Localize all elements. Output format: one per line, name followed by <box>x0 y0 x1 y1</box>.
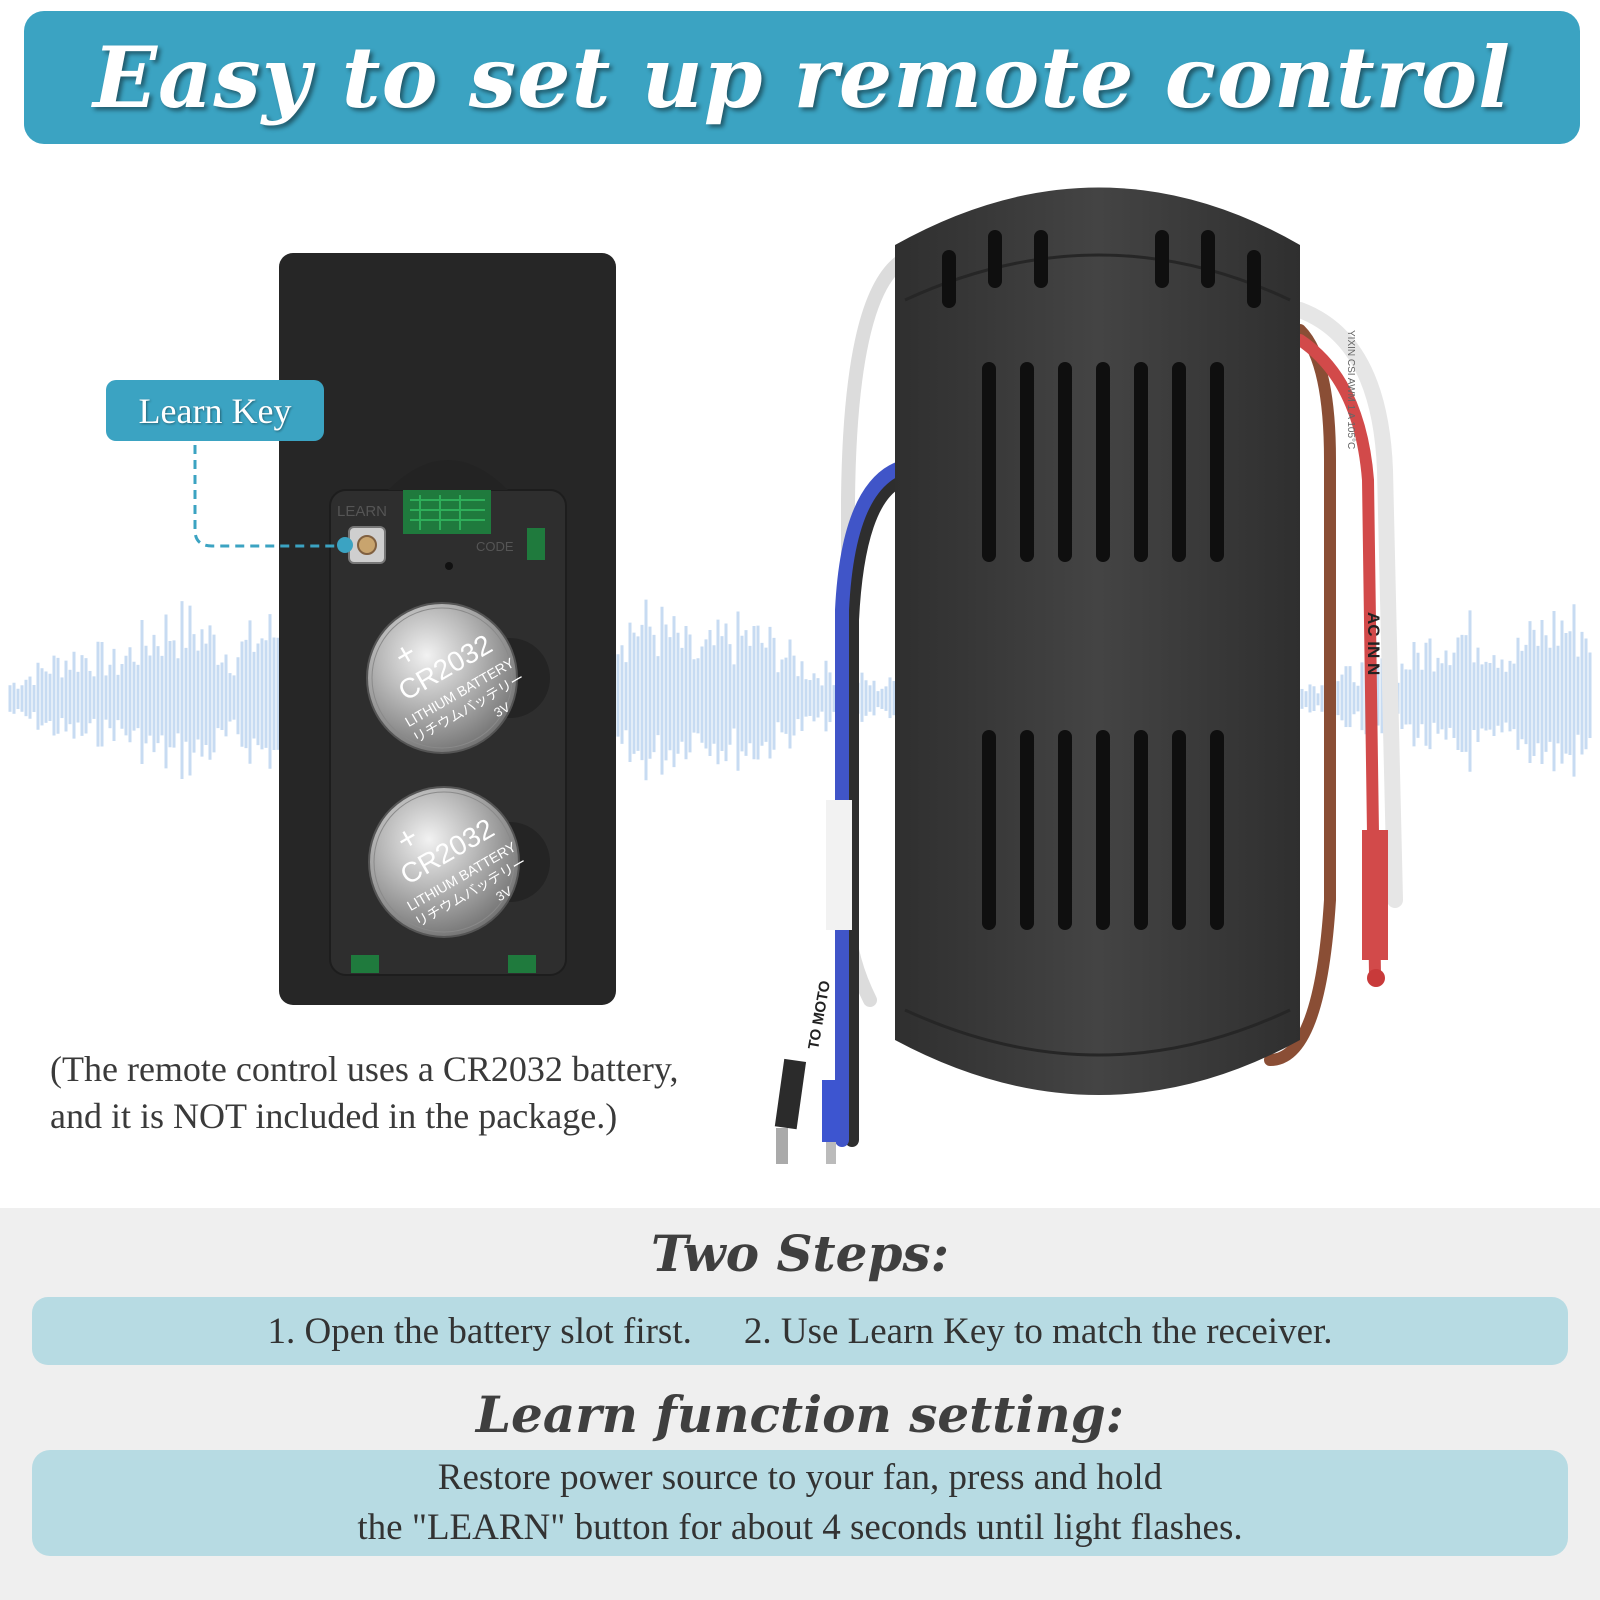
vent-slot <box>1247 250 1261 308</box>
vent-slot <box>1172 362 1186 562</box>
battery-2: + CR2032 LITHIUM BATTERY リチウムバッテリー 3V <box>368 786 529 938</box>
vent-slot <box>1201 230 1215 288</box>
vent-slot <box>1034 230 1048 288</box>
vent-slot <box>982 730 996 930</box>
vent-slot <box>1058 730 1072 930</box>
svg-text:3V: 3V <box>491 699 513 720</box>
two-steps-heading: Two Steps: <box>650 1224 950 1283</box>
wire-print: YIXIN CSI AWM 1 A 105°C <box>1345 330 1356 449</box>
wire-label-motor: TO MOTO <box>805 979 834 1051</box>
pcb-code-text: CODE <box>476 539 514 554</box>
vent-slot <box>1096 730 1110 930</box>
receiver-wires <box>774 255 1403 1164</box>
vent-slot <box>1172 730 1186 930</box>
remote-control: LEARN CODE + CR2032 LITHIUM BATTERY リチウム… <box>279 253 616 1005</box>
svg-text:3V: 3V <box>493 883 515 904</box>
battery-note-line-2: and it is NOT included in the package.) <box>50 1096 618 1136</box>
receiver-vents <box>942 230 1261 930</box>
vent-slot <box>1134 362 1148 562</box>
title-banner: Easy to set up remote control <box>24 11 1580 144</box>
vent-slot <box>1134 730 1148 930</box>
learn-instruction-line-2: the "LEARN" button for about 4 seconds u… <box>357 1507 1243 1548</box>
learn-key-label: Learn Key <box>106 380 324 441</box>
vent-slot <box>982 362 996 562</box>
fan-receiver: AC IN N YIXIN CSI AWM 1 A 105°C TO MOTO <box>805 187 1383 1095</box>
vent-slot <box>1210 362 1224 562</box>
step-2: 2. Use Learn Key to match the receiver. <box>743 1310 1333 1352</box>
vent-slot <box>1096 362 1110 562</box>
wire-label-ac: AC IN N <box>1364 612 1383 675</box>
learn-key-callout <box>193 445 353 553</box>
learn-function-box: Restore power source to your fan, press … <box>32 1450 1568 1556</box>
vent-slot <box>1020 362 1034 562</box>
vent-slot <box>988 230 1002 288</box>
signal-wave <box>8 596 1592 783</box>
circuit-board: LEARN CODE <box>337 490 545 570</box>
learn-instruction-line-1: Restore power source to your fan, press … <box>437 1457 1163 1498</box>
learn-button[interactable] <box>348 526 386 564</box>
battery-note-line-1: (The remote control uses a CR2032 batter… <box>50 1049 679 1089</box>
pcb-learn-text: LEARN <box>337 503 387 520</box>
page-title: Easy to set up remote control <box>92 28 1512 127</box>
battery-note: (The remote control uses a CR2032 batter… <box>50 1046 790 1140</box>
vent-slot <box>1155 230 1169 288</box>
battery-1: + CR2032 LITHIUM BATTERY リチウムバッテリー 3V <box>366 602 527 754</box>
step-1: 1. Open the battery slot first. <box>267 1310 692 1352</box>
vent-slot <box>1020 730 1034 930</box>
learn-function-heading: Learn function setting: <box>475 1385 1125 1444</box>
vent-slot <box>1058 362 1072 562</box>
vent-slot <box>1210 730 1224 930</box>
steps-bar: 1. Open the battery slot first. 2. Use L… <box>32 1297 1568 1365</box>
vent-slot <box>942 250 956 308</box>
product-illustration: LEARN CODE + CR2032 LITHIUM BATTERY リチウム… <box>8 187 1592 1164</box>
